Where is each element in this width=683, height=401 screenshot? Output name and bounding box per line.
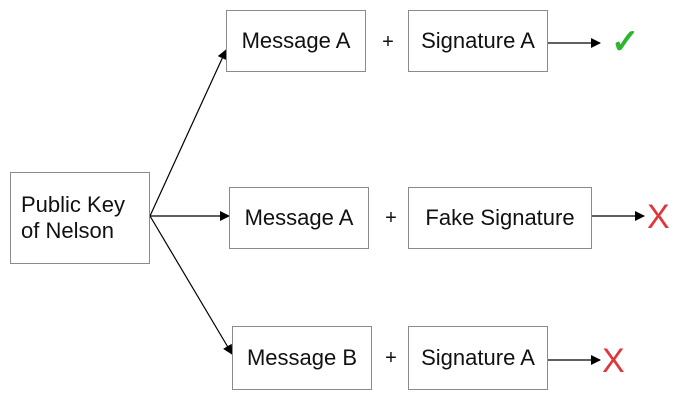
message-box-row3: Message B	[232, 326, 372, 390]
plus-row2: +	[385, 207, 397, 229]
public-key-line1: Public Key	[21, 192, 125, 217]
signature-box-row1: Signature A	[408, 10, 548, 72]
message-box-row2: Message A	[229, 187, 369, 249]
check-icon: ✓	[611, 23, 640, 61]
signature-box-row3: Signature A	[408, 326, 548, 390]
arrow-to-row3	[149, 215, 233, 355]
cross-icon: X	[602, 342, 625, 380]
plus-row3: +	[385, 347, 397, 369]
arrow-to-row1	[149, 49, 227, 217]
message-box-row1: Message A	[226, 10, 366, 72]
cross-icon: X	[647, 198, 670, 236]
public-key-line2: of Nelson	[21, 218, 114, 243]
plus-row1: +	[382, 31, 394, 53]
signature-box-row2: Fake Signature	[408, 187, 592, 249]
public-key-box: Public Key of Nelson	[10, 172, 150, 264]
